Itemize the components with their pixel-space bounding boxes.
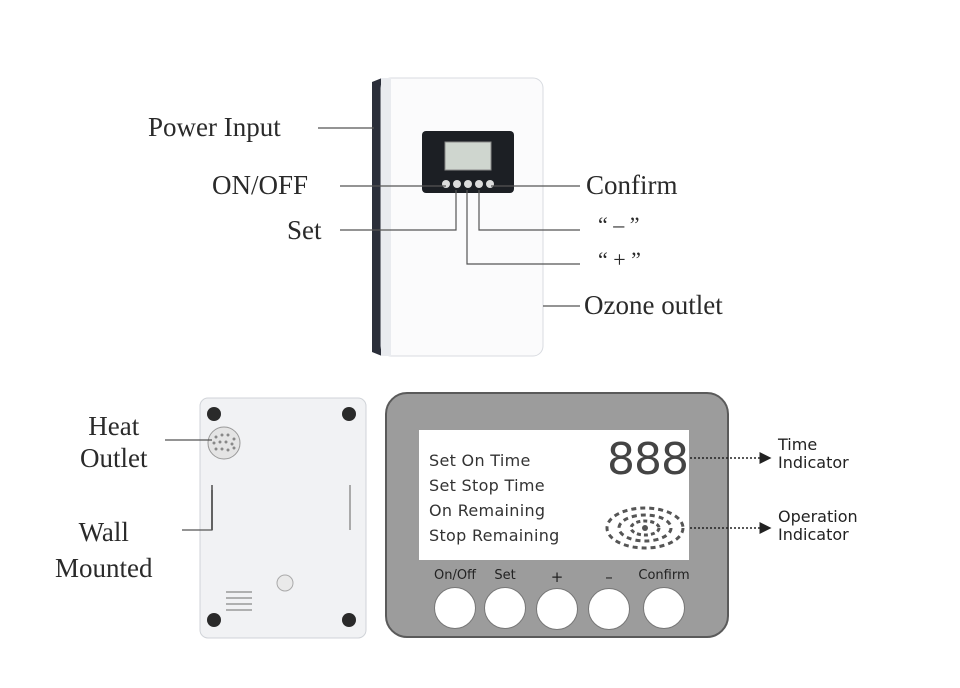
leader-set: [340, 190, 457, 231]
plus-button-label: +: [550, 568, 564, 586]
minus-button-group: –: [587, 568, 631, 630]
plus-button-group: +: [535, 568, 579, 630]
callout-time-line1: Time: [778, 435, 818, 454]
callout-heat-line2: Outlet: [80, 443, 148, 473]
on-off-button-label: On/Off: [433, 568, 477, 583]
callout-plus: “ + ”: [598, 247, 641, 272]
confirm-button-group: Confirm: [631, 568, 697, 629]
set-button-group: Set: [483, 568, 527, 629]
callout-confirm: Confirm: [586, 170, 678, 200]
leader-plus: [466, 190, 580, 265]
callout-wall-line1: Wall: [78, 517, 129, 547]
plus-button[interactable]: [536, 588, 578, 630]
mini-lcd: [444, 141, 492, 171]
top-device-illustration: [318, 77, 580, 357]
lcd-menu-list: Set On Time Set Stop Time On Remaining S…: [429, 448, 560, 548]
device-shading: [381, 78, 391, 356]
lcd-menu-item: Set On Time: [429, 451, 531, 470]
minus-button-label: –: [605, 568, 613, 586]
mount-foot-top-right: [342, 407, 356, 421]
lcd-screen: Set On Time Set Stop Time On Remaining S…: [419, 430, 689, 560]
grille-holes: [212, 433, 236, 452]
back-panel-body: [199, 397, 367, 639]
back-panel-drawing: [165, 397, 367, 639]
mount-foot-bottom-left: [207, 613, 221, 627]
callout-operation-line2: Indicator: [778, 525, 849, 544]
device-side-edge: [372, 78, 382, 356]
callout-operation-line1: Operation: [778, 507, 858, 526]
callout-heat-outlet: Heat Outlet: [80, 410, 148, 474]
top-device-drawing: [318, 77, 580, 357]
mini-button-plus: [464, 180, 472, 188]
callout-ozone-outlet: Ozone outlet: [584, 290, 723, 320]
confirm-button[interactable]: [643, 587, 685, 629]
on-off-button[interactable]: [434, 587, 476, 629]
callout-operation-indicator: Operation Indicator: [778, 508, 858, 544]
confirm-button-label: Confirm: [638, 568, 690, 583]
mount-foot-top-left: [207, 407, 221, 421]
callout-on-off: ON/OFF: [212, 170, 309, 200]
callout-power-input: Power Input: [148, 112, 281, 142]
set-button[interactable]: [484, 587, 526, 629]
callout-minus: “ – ”: [598, 212, 640, 237]
mini-button-set: [453, 180, 461, 188]
leader-wall-mounted: [182, 490, 213, 531]
button-row: On/Off Set + – Confirm: [427, 568, 717, 630]
minus-button[interactable]: [588, 588, 630, 630]
callout-heat-line1: Heat: [88, 411, 140, 441]
leader-minus: [478, 190, 580, 231]
callout-set: Set: [287, 215, 322, 245]
operation-indicator-icon: [605, 506, 685, 550]
lcd-menu-item: Set Stop Time: [429, 476, 545, 495]
lcd-menu-item: On Remaining: [429, 501, 546, 520]
mini-button-minus: [475, 180, 483, 188]
set-button-label: Set: [494, 568, 516, 583]
callout-wall-mounted: Wall Mounted: [55, 514, 153, 586]
callout-time-line2: Indicator: [778, 453, 849, 472]
control-panel: Set On Time Set Stop Time On Remaining S…: [385, 392, 729, 638]
mount-foot-bottom-right: [342, 613, 356, 627]
on-off-button-group: On/Off: [427, 568, 483, 629]
callout-time-indicator: Time Indicator: [778, 436, 849, 472]
callout-wall-line2: Mounted: [55, 553, 153, 583]
heat-outlet-grille: [207, 426, 241, 460]
center-screw: [276, 574, 294, 592]
back-panel-illustration: [0, 390, 380, 650]
vent-slots: [226, 591, 252, 611]
time-digits: 888: [607, 434, 689, 485]
lcd-menu-item: Stop Remaining: [429, 526, 560, 545]
